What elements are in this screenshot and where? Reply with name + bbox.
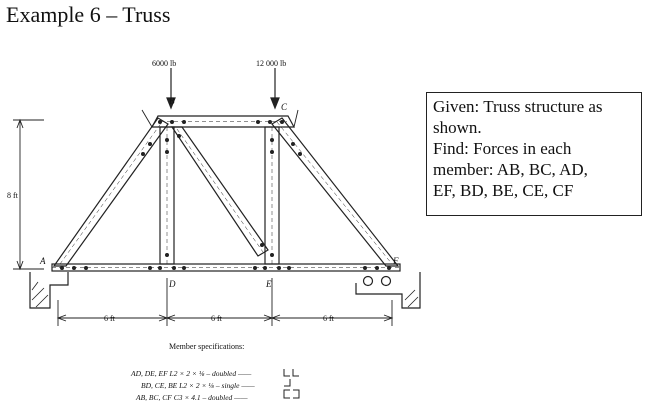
span-label-2: 6 ft bbox=[211, 314, 223, 323]
right-support bbox=[355, 272, 421, 309]
member-ab bbox=[52, 117, 169, 267]
member-ce bbox=[264, 126, 280, 265]
spec-row-2: BD, CE, BE L2 × 2 × ⅛ – single —— bbox=[141, 381, 255, 390]
left-support bbox=[29, 272, 69, 309]
member-bd bbox=[159, 126, 175, 265]
node-label-d: D bbox=[168, 279, 176, 289]
find-line-3: EF, BD, BE, CE, CF bbox=[433, 181, 574, 200]
span-label-1: 6 ft bbox=[104, 314, 116, 323]
height-dimension-label: 8 ft bbox=[7, 191, 19, 200]
span-label-3: 6 ft bbox=[323, 314, 335, 323]
spec-row-1: AD, DE, EF L2 × 2 × ⅛ – doubled —— bbox=[130, 369, 252, 378]
find-line-2: member: AB, BC, AD, bbox=[433, 160, 588, 179]
member-cf bbox=[271, 117, 400, 267]
member-be bbox=[170, 126, 269, 257]
given-find-box: Given: Truss structure as shown. Find: F… bbox=[426, 92, 642, 216]
spec-row-3: AB, BC, CF C3 × 4.1 – doubled —— bbox=[135, 393, 248, 402]
spec-heading: Member specifications: bbox=[169, 342, 244, 351]
given-line-2: shown. bbox=[433, 118, 482, 137]
spec-icon-double-angle bbox=[283, 369, 299, 377]
right-roller bbox=[362, 275, 374, 287]
node-label-c: C bbox=[281, 102, 288, 112]
node-label-f: F bbox=[392, 256, 399, 266]
spec-icon-single-angle bbox=[284, 379, 291, 387]
node-label-e: E bbox=[265, 279, 272, 289]
given-line-1: Given: Truss structure as bbox=[433, 97, 603, 116]
load-label-b: 6000 lb bbox=[152, 59, 176, 68]
spec-icon-double-channel bbox=[283, 389, 300, 399]
member-bottom-chord bbox=[51, 263, 401, 272]
find-line-1: Find: Forces in each bbox=[433, 139, 572, 158]
load-label-c: 12 000 lb bbox=[256, 59, 286, 68]
rivets bbox=[60, 120, 391, 270]
page-title: Example 6 – Truss bbox=[6, 2, 171, 27]
node-label-a: A bbox=[39, 256, 46, 266]
node-label-b: B bbox=[169, 96, 175, 106]
